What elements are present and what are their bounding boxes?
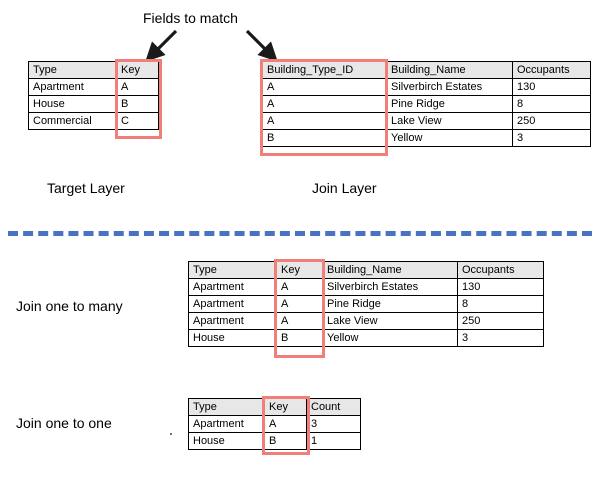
table-row: House B: [28, 95, 159, 113]
cell-key: A: [276, 312, 323, 330]
join-one-to-one-table: Type Key Count Apartment A 3 House B 1: [188, 398, 361, 450]
cell-count: 1: [306, 432, 361, 450]
cell-occupants: 250: [457, 312, 544, 330]
join-layer-table: Building_Type_ID Building_Name Occupants…: [262, 61, 591, 147]
cell-building-name: Yellow: [386, 129, 513, 147]
join-one-to-one-label: Join one to one: [16, 415, 112, 431]
cell-type: House: [188, 329, 277, 347]
cell-key: B: [116, 95, 159, 113]
table-row: A Silverbirch Estates 130: [262, 78, 591, 96]
column-header-type: Type: [188, 261, 277, 279]
cell-key: A: [276, 278, 323, 296]
cell-key: A: [276, 295, 323, 313]
arrow-to-target-key-icon: [145, 29, 178, 62]
table-header-row: Type Key Count: [188, 398, 361, 416]
column-header-type: Type: [28, 61, 117, 79]
table-row: Apartment A Silverbirch Estates 130: [188, 278, 544, 296]
cell-occupants: 3: [457, 329, 544, 347]
cell-type: House: [188, 432, 265, 450]
target-layer-label: Target Layer: [47, 180, 125, 196]
cell-key: B: [276, 329, 323, 347]
table-header-row: Type Key: [28, 61, 159, 79]
cell-building-type-id: A: [262, 95, 387, 113]
column-header-building-name: Building_Name: [386, 61, 513, 79]
table-header-row: Building_Type_ID Building_Name Occupants: [262, 61, 591, 79]
section-divider: [8, 231, 592, 236]
column-header-key: Key: [116, 61, 159, 79]
table-row: A Lake View 250: [262, 112, 591, 130]
cell-key: B: [264, 432, 307, 450]
join-layer-label: Join Layer: [312, 180, 377, 196]
cell-key: C: [116, 112, 159, 130]
column-header-key: Key: [264, 398, 307, 416]
cell-occupants: 250: [512, 112, 591, 130]
cell-key: A: [116, 78, 159, 96]
column-header-key: Key: [276, 261, 323, 279]
column-header-count: Count: [306, 398, 361, 416]
column-header-occupants: Occupants: [457, 261, 544, 279]
cell-occupants: 8: [457, 295, 544, 313]
cell-occupants: 3: [512, 129, 591, 147]
cell-type: Apartment: [188, 415, 265, 433]
join-one-to-many-label: Join one to many: [16, 298, 123, 314]
cell-building-name: Yellow: [322, 329, 458, 347]
column-header-building-name: Building_Name: [322, 261, 458, 279]
cell-building-type-id: A: [262, 112, 387, 130]
cell-type: House: [28, 95, 117, 113]
table-row: Apartment A 3: [188, 415, 361, 433]
cell-key: A: [264, 415, 307, 433]
table-row: Apartment A Pine Ridge 8: [188, 295, 544, 313]
column-header-building-type-id: Building_Type_ID: [262, 61, 387, 79]
cell-building-name: Lake View: [322, 312, 458, 330]
cell-building-name: Silverbirch Estates: [386, 78, 513, 96]
join-one-to-many-table: Type Key Building_Name Occupants Apartme…: [188, 261, 544, 347]
cell-type: Apartment: [188, 312, 277, 330]
table-row: Apartment A: [28, 78, 159, 96]
cell-type: Commercial: [28, 112, 117, 130]
cell-building-name: Lake View: [386, 112, 513, 130]
table-row: A Pine Ridge 8: [262, 95, 591, 113]
cell-type: Apartment: [28, 78, 117, 96]
cell-occupants: 130: [457, 278, 544, 296]
target-layer-table: Type Key Apartment A House B Commercial …: [28, 61, 159, 130]
cell-type: Apartment: [188, 278, 277, 296]
table-row: House B 1: [188, 432, 361, 450]
fields-to-match-label: Fields to match: [143, 10, 238, 26]
cell-building-name: Silverbirch Estates: [322, 278, 458, 296]
table-row: House B Yellow 3: [188, 329, 544, 347]
table-row: Commercial C: [28, 112, 159, 130]
cell-building-name: Pine Ridge: [386, 95, 513, 113]
arrow-to-join-key-icon: [245, 29, 278, 62]
column-header-type: Type: [188, 398, 265, 416]
table-header-row: Type Key Building_Name Occupants: [188, 261, 544, 279]
cell-occupants: 130: [512, 78, 591, 96]
table-row: B Yellow 3: [262, 129, 591, 147]
table-row: Apartment A Lake View 250: [188, 312, 544, 330]
cell-building-type-id: A: [262, 78, 387, 96]
stray-dot: [170, 433, 172, 435]
cell-building-name: Pine Ridge: [322, 295, 458, 313]
cell-type: Apartment: [188, 295, 277, 313]
cell-count: 3: [306, 415, 361, 433]
column-header-occupants: Occupants: [512, 61, 591, 79]
cell-occupants: 8: [512, 95, 591, 113]
cell-building-type-id: B: [262, 129, 387, 147]
